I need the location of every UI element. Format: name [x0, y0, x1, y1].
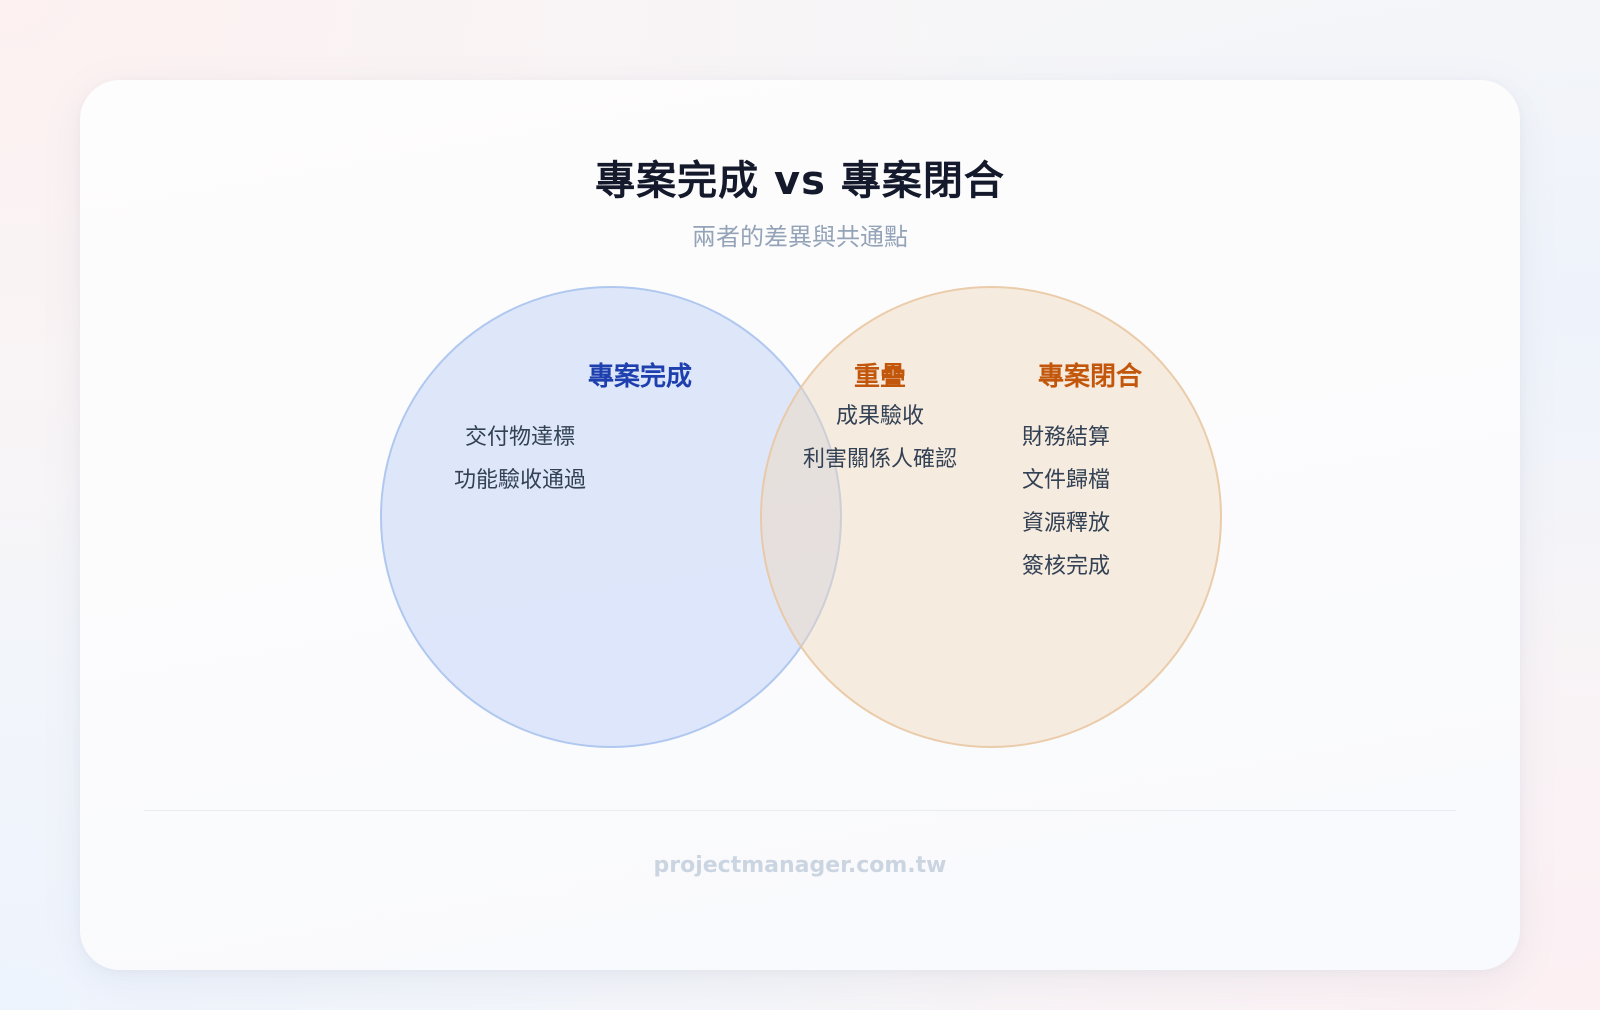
- venn-item: 功能驗收通過: [453, 468, 586, 493]
- venn-circle-project-closure: [760, 286, 1222, 748]
- venn-overlap-label: 重疊: [853, 362, 906, 392]
- venn-item: 成果驗收: [835, 404, 924, 429]
- page-subtitle: 兩者的差異與共通點: [692, 223, 908, 251]
- venn-item: 資源釋放: [1022, 511, 1111, 536]
- venn-item: 財務結算: [1022, 425, 1111, 450]
- venn-left-items: 交付物達標 功能驗收通過: [420, 416, 620, 502]
- venn-left-label: 專案完成: [587, 362, 692, 392]
- venn-item: 交付物達標: [464, 425, 575, 450]
- venn-right-items: 財務結算 文件歸檔 資源釋放 簽核完成: [1022, 416, 1110, 588]
- venn-item: 簽核完成: [1022, 554, 1111, 579]
- venn-item: 利害關係人確認: [802, 447, 957, 472]
- venn-right-label: 專案閉合: [1037, 362, 1142, 392]
- footer-divider: [144, 810, 1456, 811]
- footer-website: projectmanager.com.tw: [653, 853, 947, 878]
- page-title: 專案完成 vs 專案閉合: [595, 158, 1005, 204]
- venn-item: 文件歸檔: [1022, 468, 1111, 493]
- diagram-card: 專案完成 vs 專案閉合 兩者的差異與共通點 專案完成 重疊 專案閉合 交付物達…: [80, 80, 1520, 970]
- venn-overlap-items: 成果驗收 利害關係人確認: [680, 395, 1080, 481]
